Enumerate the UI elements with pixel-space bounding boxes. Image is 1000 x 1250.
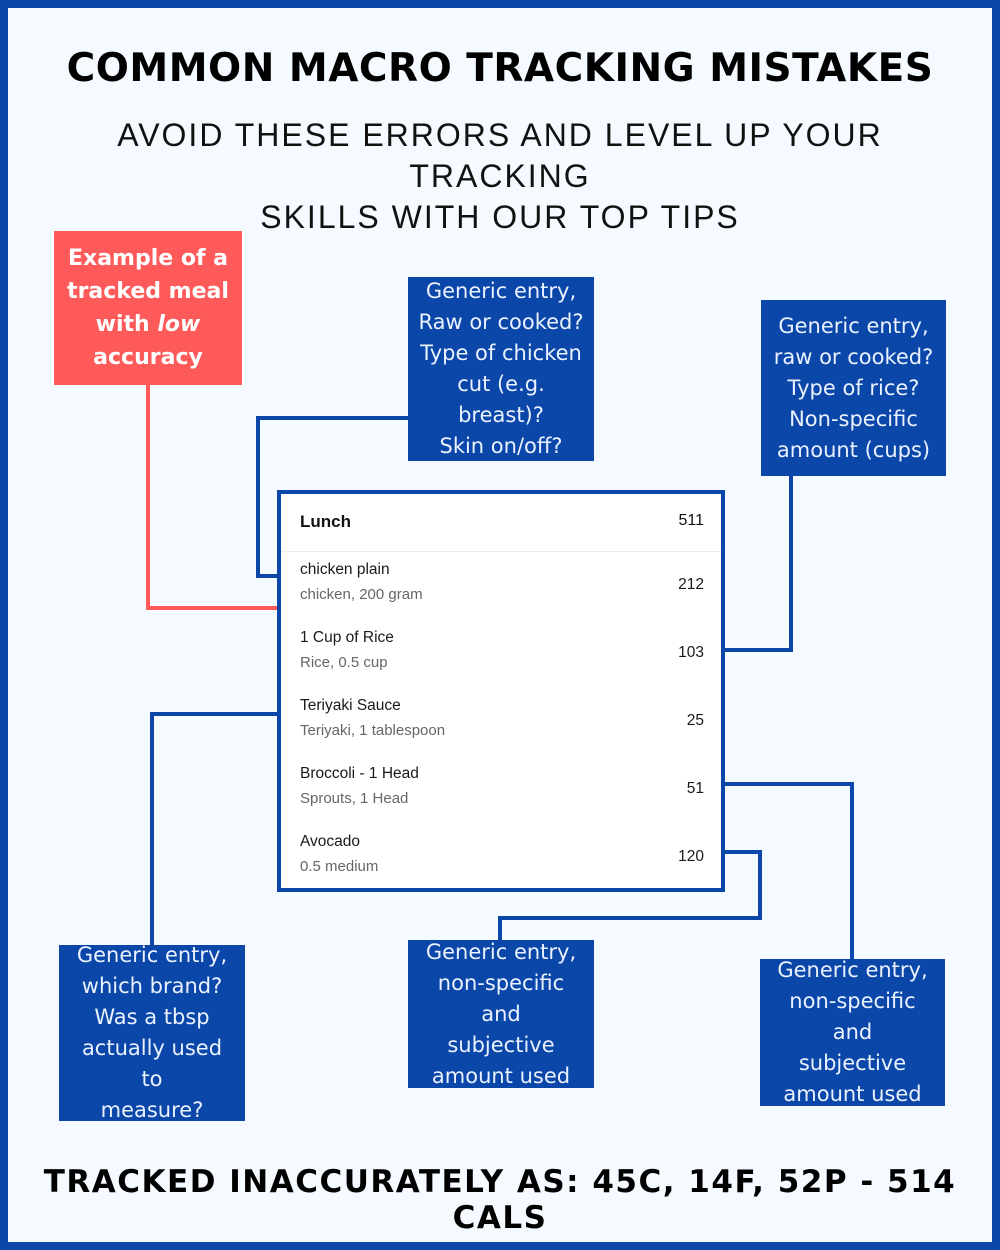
callout-rice-line: raw or cooked? xyxy=(773,344,934,369)
meal-header: Lunch 511 xyxy=(281,494,721,552)
callout-rice-line: Type of rice? xyxy=(787,375,920,400)
item-calories: 212 xyxy=(678,576,704,593)
connector-rice xyxy=(725,476,793,652)
callout-teriyaki-line: which brand? xyxy=(81,974,223,998)
item-detail: Sprouts, 1 Head xyxy=(300,790,409,807)
item-detail: 0.5 medium xyxy=(300,858,379,875)
callout-broccoli-line: amount used xyxy=(783,1082,922,1106)
callout-rice-line: Non-specific xyxy=(789,406,918,431)
callout-avocado-line: Generic entry, xyxy=(425,939,577,964)
callout-rice-line: Generic entry, xyxy=(778,313,929,338)
item-name: Broccoli - 1 Head xyxy=(300,765,419,782)
page-subtitle: AVOID THESE ERRORS AND LEVEL UP YOUR TRA… xyxy=(60,115,940,238)
callout-chicken-line: Generic entry, xyxy=(425,279,577,303)
item-name: 1 Cup of Rice xyxy=(300,629,394,646)
callout-teriyaki-line: actually used to xyxy=(81,1036,223,1091)
callout-avocado-line: non-specific and xyxy=(437,970,565,1026)
label-line-3-prefix: with xyxy=(95,312,158,337)
callout-chicken-line: Raw or cooked? xyxy=(418,310,584,334)
callout-broccoli-line: non-specific and xyxy=(789,989,916,1044)
meal-item-row[interactable]: Avocado 0.5 medium 120 xyxy=(281,824,721,892)
label-line-3: with low xyxy=(54,308,242,341)
item-name: Teriyaki Sauce xyxy=(300,697,401,714)
meal-item-row[interactable]: chicken plain chicken, 200 gram 212 xyxy=(281,552,721,620)
item-detail: chicken, 200 gram xyxy=(300,586,423,603)
item-detail: Teriyaki, 1 tablespoon xyxy=(300,722,446,739)
footer-summary: TRACKED INACCURATELY AS: 45C, 14F, 52P -… xyxy=(43,1164,957,1236)
callout-chicken-line: cut (e.g. breast)? xyxy=(457,372,545,427)
meal-title: Lunch xyxy=(300,512,351,531)
meal-item-row[interactable]: Broccoli - 1 Head Sprouts, 1 Head 51 xyxy=(281,756,721,824)
callout-avocado-line: subjective xyxy=(447,1032,555,1057)
callout-teriyaki: Generic entry, which brand? Was a tbsp a… xyxy=(59,943,245,1122)
callout-teriyaki-line: Generic entry, xyxy=(76,943,228,967)
item-calories: 51 xyxy=(686,780,704,797)
connector-chicken xyxy=(256,416,408,578)
connector-avocado xyxy=(498,850,762,940)
meal-total-calories: 511 xyxy=(678,512,704,529)
page-title: COMMON MACRO TRACKING MISTAKES xyxy=(66,46,934,91)
item-calories: 25 xyxy=(686,712,704,729)
callout-chicken-line: Skin on/off? xyxy=(439,434,563,458)
subtitle-line-2: SKILLS WITH OUR TOP TIPS xyxy=(260,199,740,235)
callout-rice-line: amount (cups) xyxy=(776,437,931,462)
callout-avocado: Generic entry, non-specific and subjecti… xyxy=(408,940,594,1088)
callout-teriyaki-line: measure? xyxy=(100,1098,204,1122)
callout-teriyaki-line: Was a tbsp xyxy=(94,1005,210,1029)
item-name: chicken plain xyxy=(300,561,390,578)
subtitle-line-1: AVOID THESE ERRORS AND LEVEL UP YOUR TRA… xyxy=(117,117,883,194)
item-calories: 120 xyxy=(678,848,704,865)
callout-broccoli-line: subjective xyxy=(798,1051,907,1075)
label-emphasis: low xyxy=(157,312,201,337)
connector-teriyaki xyxy=(150,712,280,945)
connector-label-to-card xyxy=(146,385,277,610)
item-detail: Rice, 0.5 cup xyxy=(300,654,388,671)
meal-item-row[interactable]: Teriyaki Sauce Teriyaki, 1 tablespoon 25 xyxy=(281,688,721,756)
callout-avocado-line: amount used xyxy=(431,1063,571,1088)
label-line-2: tracked meal xyxy=(67,279,229,304)
callout-broccoli-line: Generic entry, xyxy=(777,958,928,982)
callout-broccoli: Generic entry, non-specific and subjecti… xyxy=(760,958,945,1106)
callout-chicken-line: Type of chicken xyxy=(420,341,582,365)
callout-rice: Generic entry, raw or cooked? Type of ri… xyxy=(761,300,946,476)
label-line-1: Example of a xyxy=(67,246,229,271)
connector-broccoli xyxy=(725,782,854,959)
meal-log-card: Lunch 511 chicken plain chicken, 200 gra… xyxy=(277,490,725,892)
label-line-4: accuracy xyxy=(93,345,203,370)
item-name: Avocado xyxy=(300,833,361,850)
low-accuracy-label: Example of a tracked meal with low accur… xyxy=(54,231,242,385)
item-calories: 103 xyxy=(678,644,704,661)
callout-chicken: Generic entry, Raw or cooked? Type of ch… xyxy=(408,277,594,461)
meal-item-row[interactable]: 1 Cup of Rice Rice, 0.5 cup 103 xyxy=(281,620,721,688)
